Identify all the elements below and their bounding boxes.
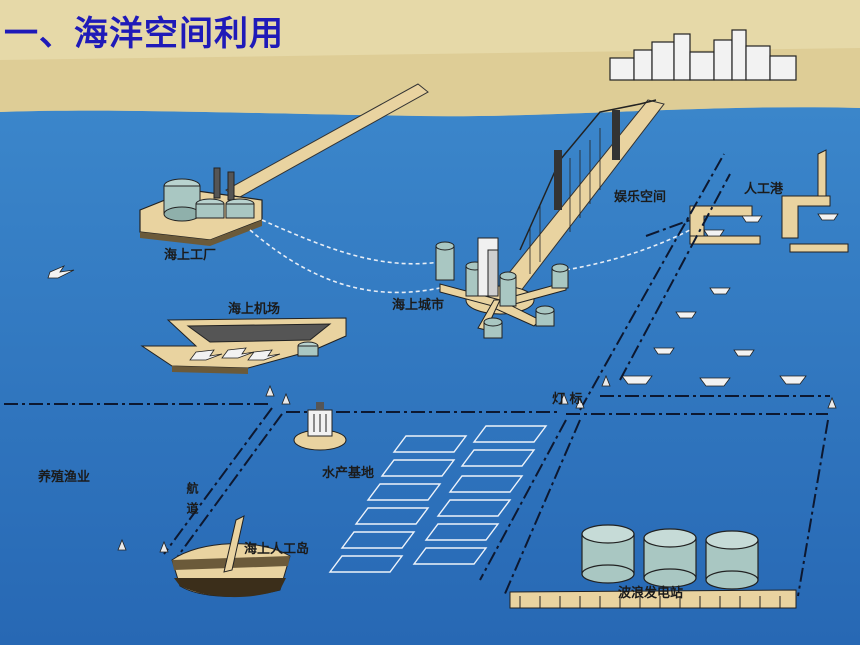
suspension-bridge	[499, 99, 665, 293]
artificial-island	[171, 515, 291, 598]
sea-factory	[139, 167, 263, 246]
label-aquaculture: 养殖渔业	[38, 470, 91, 485]
artificial-harbor	[689, 149, 849, 253]
zone-boundaries	[4, 153, 830, 597]
sea-city	[435, 237, 569, 339]
ships	[621, 213, 839, 387]
page-title: 一、海洋空间利用	[4, 14, 284, 54]
label-sea-airport: 海上机场	[228, 302, 281, 317]
label-entertainment-space: 娱乐空间	[614, 190, 667, 205]
buoys	[117, 374, 837, 553]
label-artificial-harbor: 人工港	[744, 182, 784, 197]
label-artificial-island: 海上人工岛	[244, 542, 310, 557]
label-aquatic-base: 水产基地	[322, 466, 375, 481]
label-lighthouse: 灯 标	[552, 392, 583, 407]
airplane-icon	[47, 265, 75, 279]
label-sea-factory: 海上工厂	[164, 248, 217, 263]
undersea-cables	[249, 219, 691, 294]
label-sea-city: 海上城市	[392, 298, 445, 313]
aquatic-base	[293, 402, 347, 451]
wave-power-station	[509, 524, 797, 609]
coastal-city-skyline	[609, 29, 797, 81]
sea-airport	[140, 317, 347, 374]
fish-pens	[328, 425, 548, 573]
label-wave-power-station: 波浪发电站	[618, 586, 684, 601]
label-channel: 航道	[185, 482, 199, 522]
